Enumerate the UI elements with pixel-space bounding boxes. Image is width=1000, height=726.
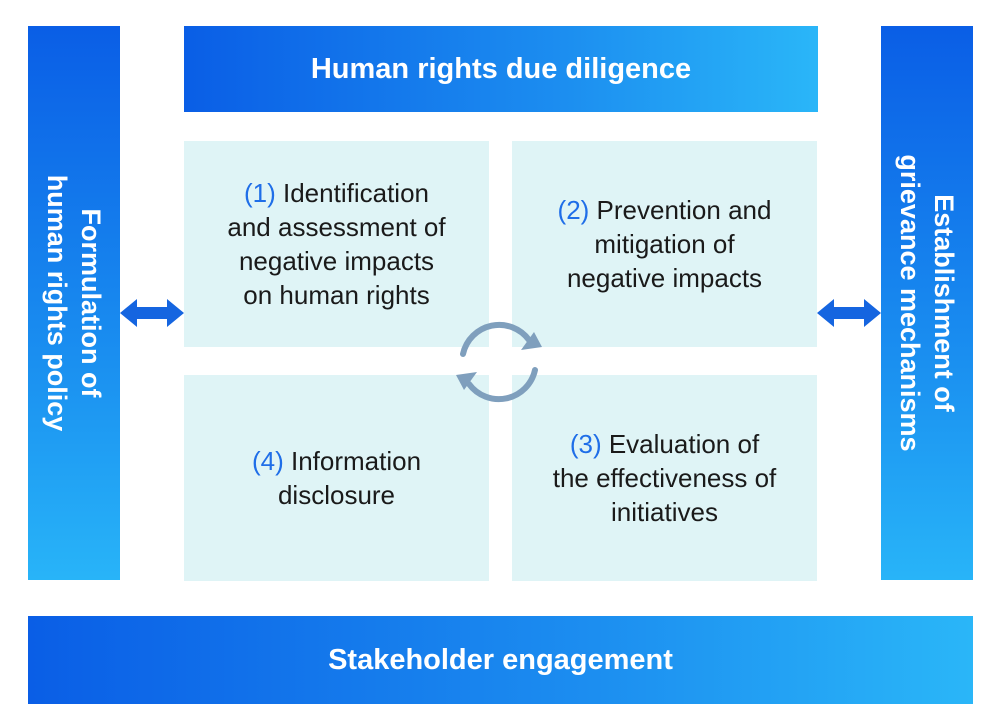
step-3-text: (3) Evaluation of the effectiveness of i… — [553, 427, 777, 529]
step-2-text: (2) Prevention and mitigation of negativ… — [558, 193, 772, 295]
stakeholder-engagement-bar: Stakeholder engagement — [28, 616, 973, 704]
step-1-text: (1) Identification and assessment of neg… — [227, 176, 445, 312]
grievance-label-line-1: Establishment of — [929, 194, 959, 412]
cycle-arrows-icon — [456, 321, 542, 403]
grievance-mechanisms-label: Establishment of grievance mechanisms — [893, 43, 961, 563]
step-3-line-1: Evaluation of — [608, 429, 760, 459]
step-4-line-2: disclosure — [277, 480, 396, 510]
step-2-line-3: negative impacts — [566, 263, 763, 293]
step-1-number: (1) — [243, 178, 276, 208]
step-4-box: (4) Information disclosure — [184, 375, 489, 581]
step-4-line-1: Information — [290, 446, 422, 476]
step-4-text: (4) Information disclosure — [252, 444, 421, 512]
step-2-number: (2) — [557, 195, 590, 225]
policy-formulation-label: Formulation of human rights policy — [40, 43, 108, 563]
policy-label-line-2: human rights policy — [42, 174, 72, 432]
step-2-line-2: mitigation of — [594, 229, 735, 259]
step-3-line-2: the effectiveness of — [552, 463, 777, 493]
step-1-line-3: negative impacts — [238, 246, 435, 276]
step-3-line-3: initiatives — [611, 497, 718, 527]
policy-label-line-1: Formulation of — [76, 208, 106, 398]
step-2-line-1: Prevention and — [596, 195, 772, 225]
step-4-number: (4) — [251, 446, 284, 476]
double-arrow-icon — [817, 299, 881, 327]
stakeholder-engagement-title: Stakeholder engagement — [328, 643, 673, 676]
step-2-box: (2) Prevention and mitigation of negativ… — [512, 141, 817, 347]
double-arrow-icon — [120, 299, 184, 327]
step-3-number: (3) — [569, 429, 602, 459]
step-1-line-1: Identification — [283, 178, 429, 208]
step-1-box: (1) Identification and assessment of neg… — [184, 141, 489, 347]
step-3-box: (3) Evaluation of the effectiveness of i… — [512, 375, 817, 581]
due-diligence-title: Human rights due diligence — [310, 52, 692, 85]
grievance-mechanisms-bar: Establishment of grievance mechanisms — [881, 26, 973, 580]
step-1-line-2: and assessment of — [227, 212, 446, 242]
grievance-label-line-2: grievance mechanisms — [895, 154, 925, 452]
policy-formulation-bar: Formulation of human rights policy — [28, 26, 120, 580]
due-diligence-header: Human rights due diligence — [184, 26, 818, 112]
step-1-line-4: on human rights — [243, 280, 430, 310]
